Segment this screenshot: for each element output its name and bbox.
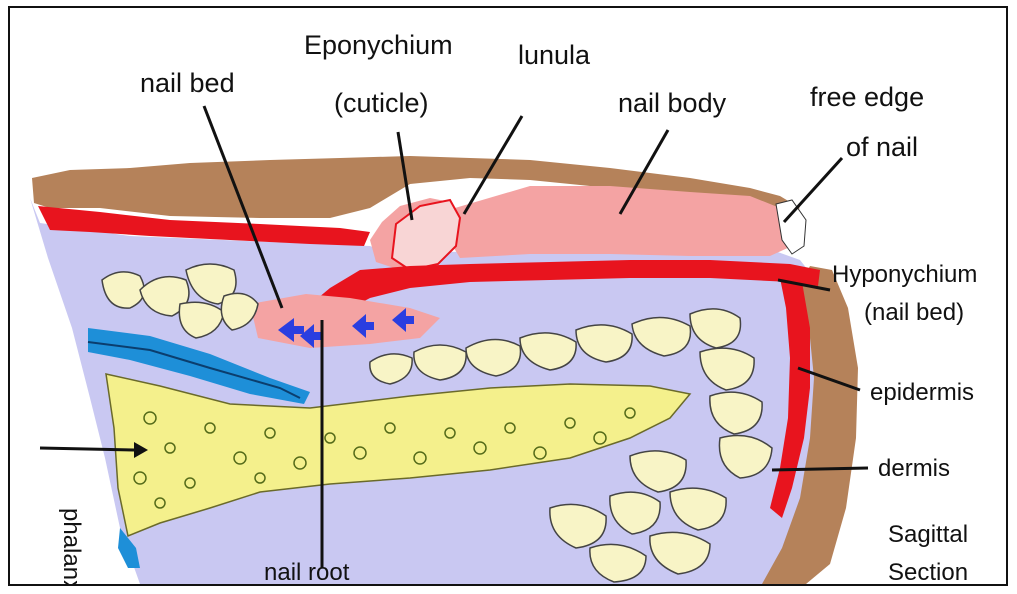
label-cuticle: (cuticle) [334,88,429,118]
label-epidermis: epidermis [870,379,974,406]
label-of-nail: of nail [846,132,918,162]
label-lunula: lunula [518,40,591,70]
nail-anatomy-diagram: nail bed Eponychium (cuticle) lunula nai… [10,8,1006,584]
nail-body-shape [448,186,792,258]
label-hyponychium: Hyponychium [832,261,977,288]
label-section: Section [888,559,968,584]
label-nail-bed: nail bed [140,68,235,98]
label-sagittal: Sagittal [888,521,968,548]
label-free-edge: free edge [810,82,924,112]
label-nail-body: nail body [618,88,727,118]
label-nail-root: nail root [264,559,350,584]
label-hyponychium-sub: (nail bed) [864,299,964,326]
label-dermis: dermis [878,455,950,482]
label-phalanx: phalanx [58,508,85,584]
diagram-frame: nail bed Eponychium (cuticle) lunula nai… [8,6,1008,586]
label-eponychium: Eponychium [304,30,453,60]
